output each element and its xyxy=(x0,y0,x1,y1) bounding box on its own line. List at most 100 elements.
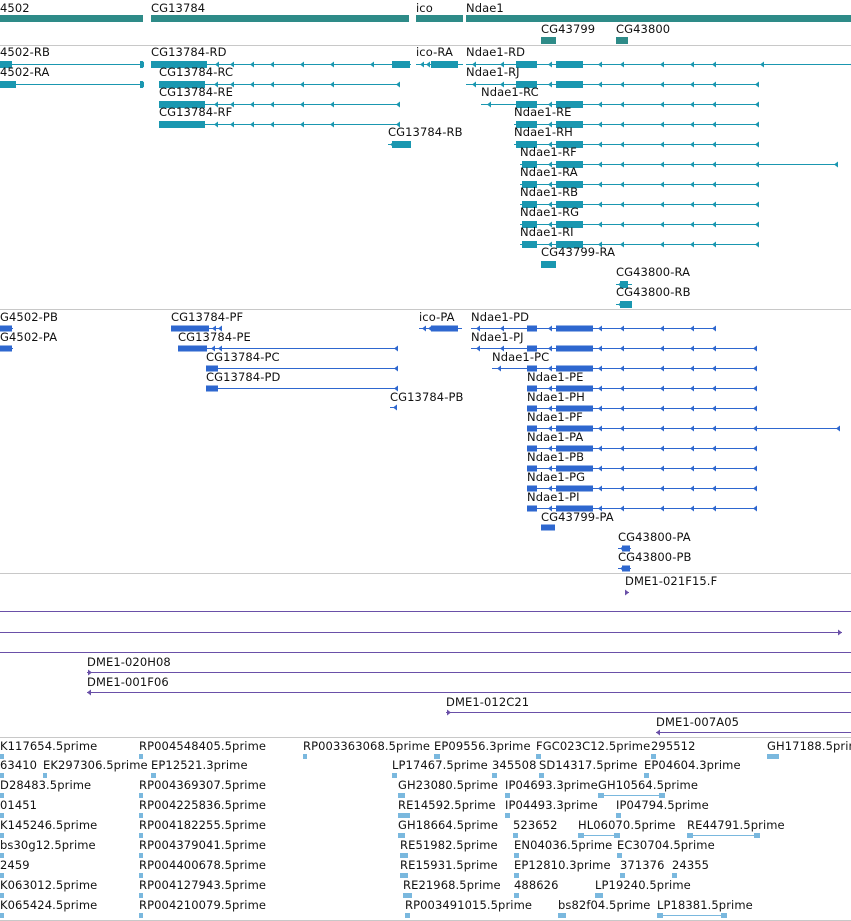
transcript-label[interactable]: CG13784-RB xyxy=(388,125,463,139)
est-label[interactable]: K063012.5prime xyxy=(0,878,98,892)
clone-label[interactable]: DME1-007A05 xyxy=(656,715,740,729)
protein-label[interactable]: CG13784-PC xyxy=(206,350,280,364)
est-label[interactable]: bs82f04.5prime xyxy=(558,898,651,912)
clone-label[interactable]: DME1-012C21 xyxy=(446,695,530,709)
clone-label[interactable]: DME1-021F15.F xyxy=(625,574,718,588)
est-label[interactable]: K065424.5prime xyxy=(0,898,98,912)
gene-label[interactable]: CG43800 xyxy=(616,22,671,36)
transcript-label[interactable]: Ndae1-RI xyxy=(520,225,574,239)
est-label[interactable]: 488626 xyxy=(514,878,559,892)
protein-label[interactable]: Ndae1-PG xyxy=(527,470,586,484)
est-label[interactable]: IP04493.3prime xyxy=(505,798,598,812)
transcript-label[interactable]: CG43800-RA xyxy=(616,265,691,279)
est-label[interactable]: IP04693.3prime xyxy=(505,778,598,792)
protein-label[interactable]: Ndae1-PF xyxy=(527,410,583,424)
est-label[interactable]: SD14317.5prime xyxy=(539,758,638,772)
transcript-label[interactable]: CG13784-RF xyxy=(159,105,233,119)
est-label[interactable]: K117654.5prime xyxy=(0,739,98,753)
est-label[interactable]: EP04604.3prime xyxy=(644,758,741,772)
est-label[interactable]: RP003363068.5prime xyxy=(303,739,431,753)
est-label[interactable]: HL06070.5prime xyxy=(578,818,676,832)
est-label[interactable]: K145246.5prime xyxy=(0,818,98,832)
est-label[interactable]: RE44791.5prime xyxy=(687,818,785,832)
est-label[interactable]: EC30704.5prime xyxy=(617,838,715,852)
protein-label[interactable]: CG43799-PA xyxy=(541,510,614,524)
est-label[interactable]: RE15931.5prime xyxy=(400,858,498,872)
est-label[interactable]: RP004400678.5prime xyxy=(139,858,267,872)
transcript-label[interactable]: Ndae1-RB xyxy=(520,185,579,199)
est-label[interactable]: EP12521.3prime xyxy=(151,758,248,772)
est-label[interactable]: 345508 xyxy=(492,758,537,772)
est-label[interactable]: 63410 xyxy=(0,758,38,772)
transcript-label[interactable]: Ndae1-RF xyxy=(520,145,577,159)
est-label[interactable]: EK297306.5prime xyxy=(43,758,148,772)
est-label[interactable]: RE14592.5prime xyxy=(398,798,496,812)
gene-label[interactable]: CG43799 xyxy=(541,22,596,36)
protein-label[interactable]: Ndae1-PJ xyxy=(471,330,524,344)
est-label[interactable]: EP12810.3prime xyxy=(514,858,611,872)
transcript-label[interactable]: Ndae1-RG xyxy=(520,205,580,219)
protein-label[interactable]: Ndae1-PA xyxy=(527,430,584,444)
protein-label[interactable]: ico-PA xyxy=(419,310,455,324)
clone-label[interactable]: DME1-020H08 xyxy=(87,655,171,669)
transcript-label[interactable]: Ndae1-RD xyxy=(466,45,526,59)
est-label[interactable]: RP004127943.5prime xyxy=(139,878,267,892)
protein-label[interactable]: Ndae1-PB xyxy=(527,450,585,464)
est-label[interactable]: GH17188.5prime xyxy=(767,739,851,753)
protein-label[interactable]: G4502-PB xyxy=(0,310,58,324)
est-label[interactable]: 295512 xyxy=(651,739,696,753)
est-label[interactable]: EN04036.5prime xyxy=(514,838,613,852)
est-label[interactable]: bs30g12.5prime xyxy=(0,838,96,852)
transcript-label[interactable]: CG13784-RE xyxy=(159,85,233,99)
protein-label[interactable]: CG13784-PE xyxy=(178,330,251,344)
est-label[interactable]: RP003491015.5prime xyxy=(405,898,533,912)
gene-label[interactable]: CG13784 xyxy=(151,1,206,15)
est-label[interactable]: IP04794.5prime xyxy=(616,798,709,812)
est-label[interactable]: 01451 xyxy=(0,798,38,812)
est-label[interactable]: RP004182255.5prime xyxy=(139,818,267,832)
transcript-label[interactable]: 4502-RB xyxy=(0,45,50,59)
est-label[interactable]: GH10564.5prime xyxy=(598,778,699,792)
transcript-label[interactable]: Ndae1-RJ xyxy=(466,65,520,79)
transcript-label[interactable]: Ndae1-RE xyxy=(514,105,572,119)
protein-label[interactable]: CG13784-PF xyxy=(171,310,244,324)
est-label[interactable]: LP17467.5prime xyxy=(392,758,488,772)
est-label[interactable]: RE21968.5prime xyxy=(403,878,501,892)
est-label[interactable]: 2459 xyxy=(0,858,30,872)
protein-label[interactable]: G4502-PA xyxy=(0,330,58,344)
est-label[interactable]: GH18664.5prime xyxy=(398,818,499,832)
transcript-label[interactable]: CG43799-RA xyxy=(541,245,616,259)
est-label[interactable]: LP18381.5prime xyxy=(657,898,753,912)
est-label[interactable]: GH23080.5prime xyxy=(398,778,499,792)
protein-label[interactable]: CG43800-PB xyxy=(618,550,692,564)
protein-label[interactable]: Ndae1-PE xyxy=(527,370,584,384)
est-label[interactable]: 24355 xyxy=(672,858,710,872)
est-label[interactable]: LP19240.5prime xyxy=(595,878,691,892)
transcript-label[interactable]: CG13784-RC xyxy=(159,65,234,79)
protein-label[interactable]: Ndae1-PD xyxy=(471,310,530,324)
est-label[interactable]: EP09556.3prime xyxy=(434,739,531,753)
transcript-label[interactable]: CG13784-RD xyxy=(151,45,227,59)
est-label[interactable]: RP004225836.5prime xyxy=(139,798,267,812)
est-label[interactable]: FGC023C12.5prime xyxy=(536,739,651,753)
transcript-label[interactable]: Ndae1-RC xyxy=(481,85,539,99)
protein-label[interactable]: Ndae1-PI xyxy=(527,490,580,504)
est-label[interactable]: D28483.5prime xyxy=(0,778,92,792)
transcript-label[interactable]: ico-RA xyxy=(416,45,453,59)
est-label[interactable]: 523652 xyxy=(513,818,558,832)
est-label[interactable]: RE51982.5prime xyxy=(400,838,498,852)
est-label[interactable]: RP004210079.5prime xyxy=(139,898,267,912)
transcript-label[interactable]: Ndae1-RH xyxy=(514,125,573,139)
transcript-label[interactable]: Ndae1-RA xyxy=(520,165,578,179)
protein-label[interactable]: CG13784-PB xyxy=(390,390,464,404)
transcript-label[interactable]: 4502-RA xyxy=(0,65,50,79)
clone-label[interactable]: DME1-001F06 xyxy=(87,675,169,689)
est-label[interactable]: RP004369307.5prime xyxy=(139,778,267,792)
est-label[interactable]: RP004548405.5prime xyxy=(139,739,267,753)
transcript-label[interactable]: CG43800-RB xyxy=(616,285,691,299)
